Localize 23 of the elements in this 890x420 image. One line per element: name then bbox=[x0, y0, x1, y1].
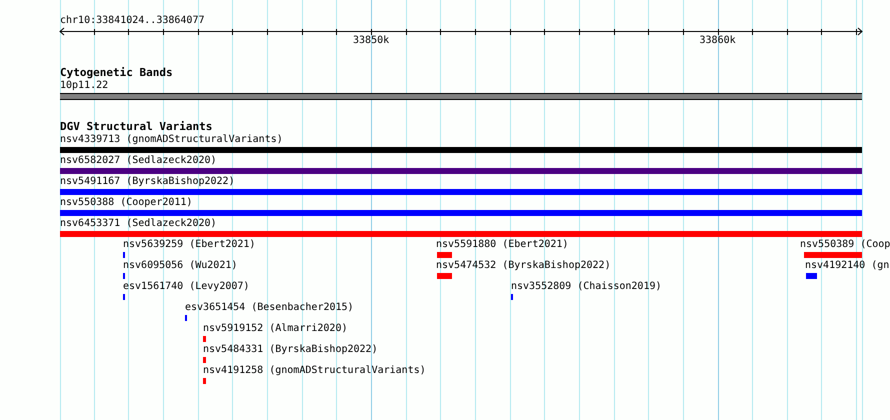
variant-label: nsv550388 (Cooper2011) bbox=[60, 197, 192, 209]
track-title: DGV Structural Variants bbox=[60, 121, 212, 133]
location-label: chr10:33841024..33864077 bbox=[60, 15, 204, 27]
variant-label: nsv5639259 (Ebert2021) bbox=[123, 239, 256, 251]
variant-label: nsv6582027 (Sedlazeck2020) bbox=[60, 155, 217, 167]
variant-label: nsv5491167 (ByrskaBishop2022) bbox=[60, 176, 235, 188]
variant-label: nsv5919152 (Almarri2020) bbox=[203, 323, 348, 335]
variant-label: nsv3552809 (Chaisson2019) bbox=[511, 281, 662, 293]
variant-label: nsv5474532 (ByrskaBishop2022) bbox=[436, 260, 611, 272]
variant-label: nsv5484331 (ByrskaBishop2022) bbox=[203, 344, 378, 356]
variant-label: nsv4339713 (gnomADStructuralVariants) bbox=[60, 134, 283, 146]
variant-label: esv3651454 (Besenbacher2015) bbox=[185, 302, 354, 314]
variant-label: nsv4191258 (gnomADStructuralVariants) bbox=[203, 365, 426, 377]
variant-label: nsv4192140 (gn bbox=[805, 260, 890, 272]
tick-label: 33850k bbox=[353, 35, 390, 47]
variant-label: nsv550389 (Coop bbox=[800, 239, 890, 251]
variant-label: esv1561740 (Levy2007) bbox=[123, 281, 250, 293]
track-title: Cytogenetic Bands bbox=[60, 67, 173, 79]
tick-label: 33860k bbox=[700, 35, 736, 47]
variant-label: nsv6095056 (Wu2021) bbox=[123, 260, 238, 272]
band-label: 10p11.22 bbox=[60, 80, 108, 92]
variant-label: nsv5591880 (Ebert2021) bbox=[436, 239, 568, 251]
variant-label: nsv6453371 (Sedlazeck2020) bbox=[60, 218, 217, 230]
